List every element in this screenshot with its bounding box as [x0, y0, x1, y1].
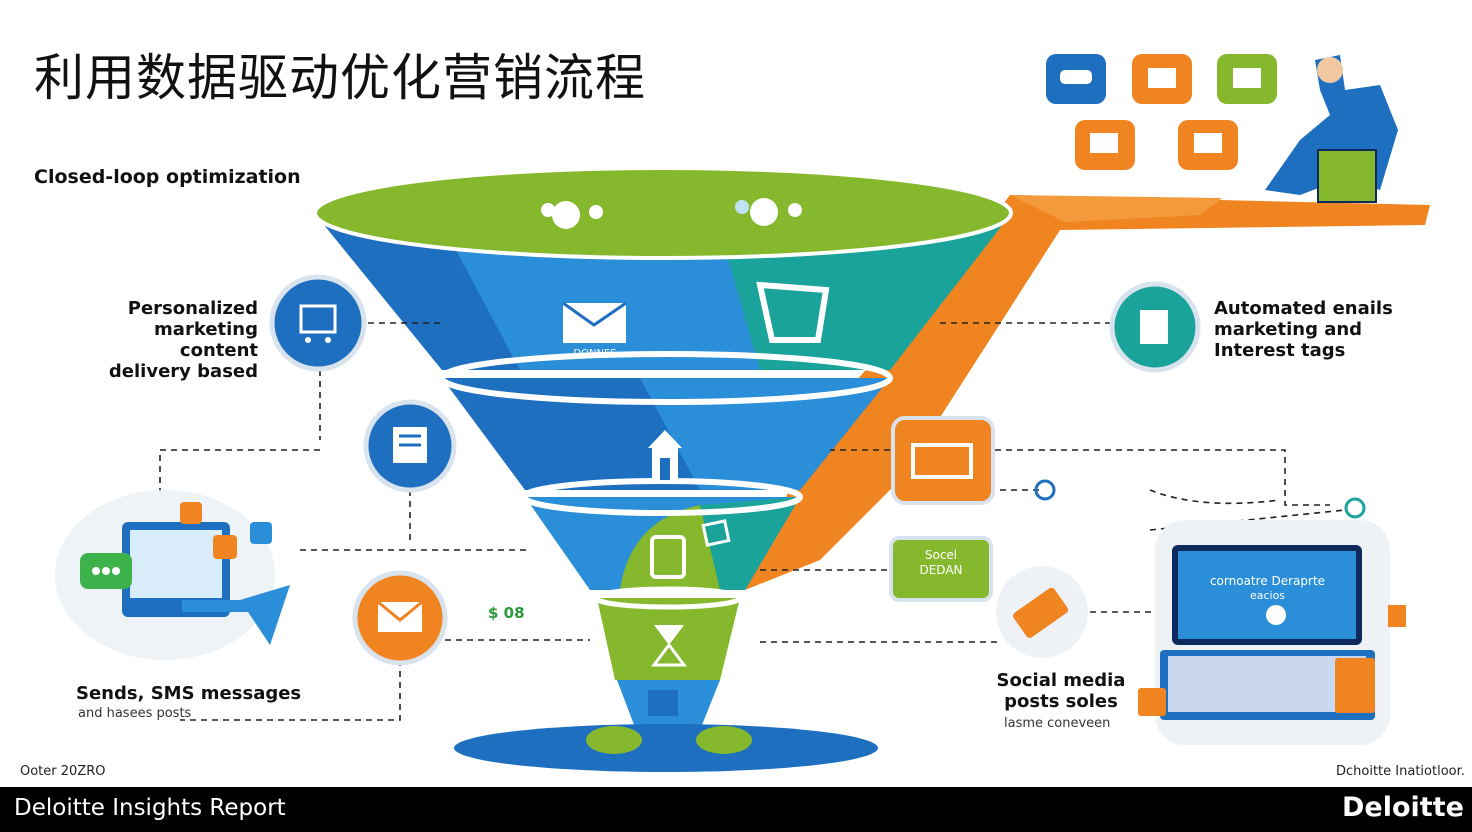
page-title: 利用数据驱动优化营销流程: [34, 49, 646, 107]
mail-circle: [352, 570, 448, 666]
connectors: [159, 322, 1346, 721]
devices-illustration-left: [55, 490, 290, 660]
bag-circle: [1109, 281, 1201, 373]
cart-circle: [269, 274, 367, 372]
sends-label: Sends, SMS messages: [76, 683, 302, 704]
basket-box: [891, 416, 995, 505]
hourglass-icon: [651, 625, 687, 667]
footer-report-title: Deloitte Insights Report: [14, 795, 286, 821]
personalized-label: Personalized marketing content delivery …: [108, 298, 258, 382]
laptop-illustration: [1138, 520, 1406, 745]
source-footnote: Dchoitte Inatiotloor.: [1336, 764, 1465, 779]
social-box: [889, 536, 993, 602]
sends-sublabel: and hasees posts: [78, 706, 192, 721]
social-label: Social media posts soles: [996, 670, 1126, 712]
laptop-line1: cornoatre Deraprte: [1209, 574, 1326, 588]
cup-icon: [756, 281, 830, 343]
target-dot: [1034, 479, 1056, 501]
person-icon: [1265, 55, 1398, 203]
automated-label: Automated enails marketing and Interest …: [1214, 298, 1393, 361]
orange-ribbon-upper: [1010, 195, 1222, 222]
social-sublabel: lasme coneveen: [1004, 716, 1111, 731]
envelope-icon: [562, 301, 627, 343]
social-circle: [996, 566, 1088, 658]
bottom-card-icon: [648, 690, 678, 716]
money-label: $ 08: [488, 604, 525, 622]
device-icon: [650, 519, 731, 579]
funnel-layer-label: DONNES: [573, 348, 617, 359]
footer-bar: [0, 787, 1472, 832]
document-circle: [363, 399, 457, 493]
target-dot: [1344, 497, 1366, 519]
date-footnote: Ooter 20ZRO: [20, 764, 106, 779]
orange-ribbon: [745, 195, 1430, 590]
subtitle: Closed-loop optimization: [34, 166, 301, 188]
social-box-label: Socel DEDAN: [919, 548, 963, 577]
chat-bubbles: [1046, 54, 1277, 170]
laptop-line2: eacios: [1249, 589, 1286, 602]
house-icon: [648, 430, 682, 480]
funnel-top-graphics: [541, 198, 802, 229]
footer-brand-logo: Deloitte: [1342, 792, 1464, 823]
